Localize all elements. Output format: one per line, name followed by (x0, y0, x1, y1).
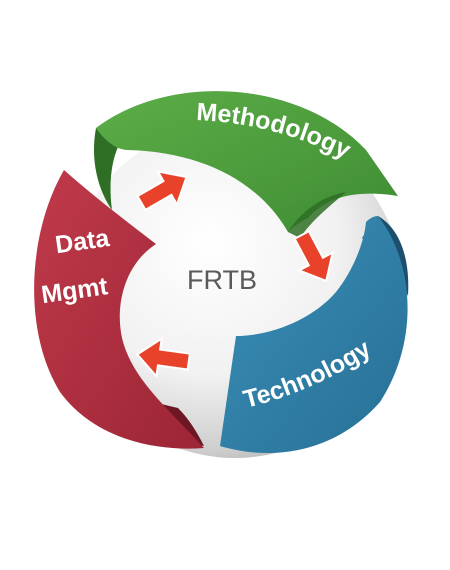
methodology-ribbon-fold (288, 192, 346, 238)
center-label: FRTB (187, 265, 257, 295)
methodology-ribbon-shadow (93, 128, 128, 210)
technology-ribbon (220, 216, 408, 454)
technology-segment: Technology (220, 216, 409, 454)
data-mgmt-segment: Data Mgmt (34, 170, 205, 449)
red-arrow-icon (293, 229, 335, 283)
red-arrow-icon (136, 170, 188, 212)
data-mgmt-ribbon (34, 170, 205, 449)
methodology-ribbon (96, 91, 398, 232)
red-arrow-icon (135, 336, 191, 379)
methodology-segment: Methodology (93, 91, 398, 238)
